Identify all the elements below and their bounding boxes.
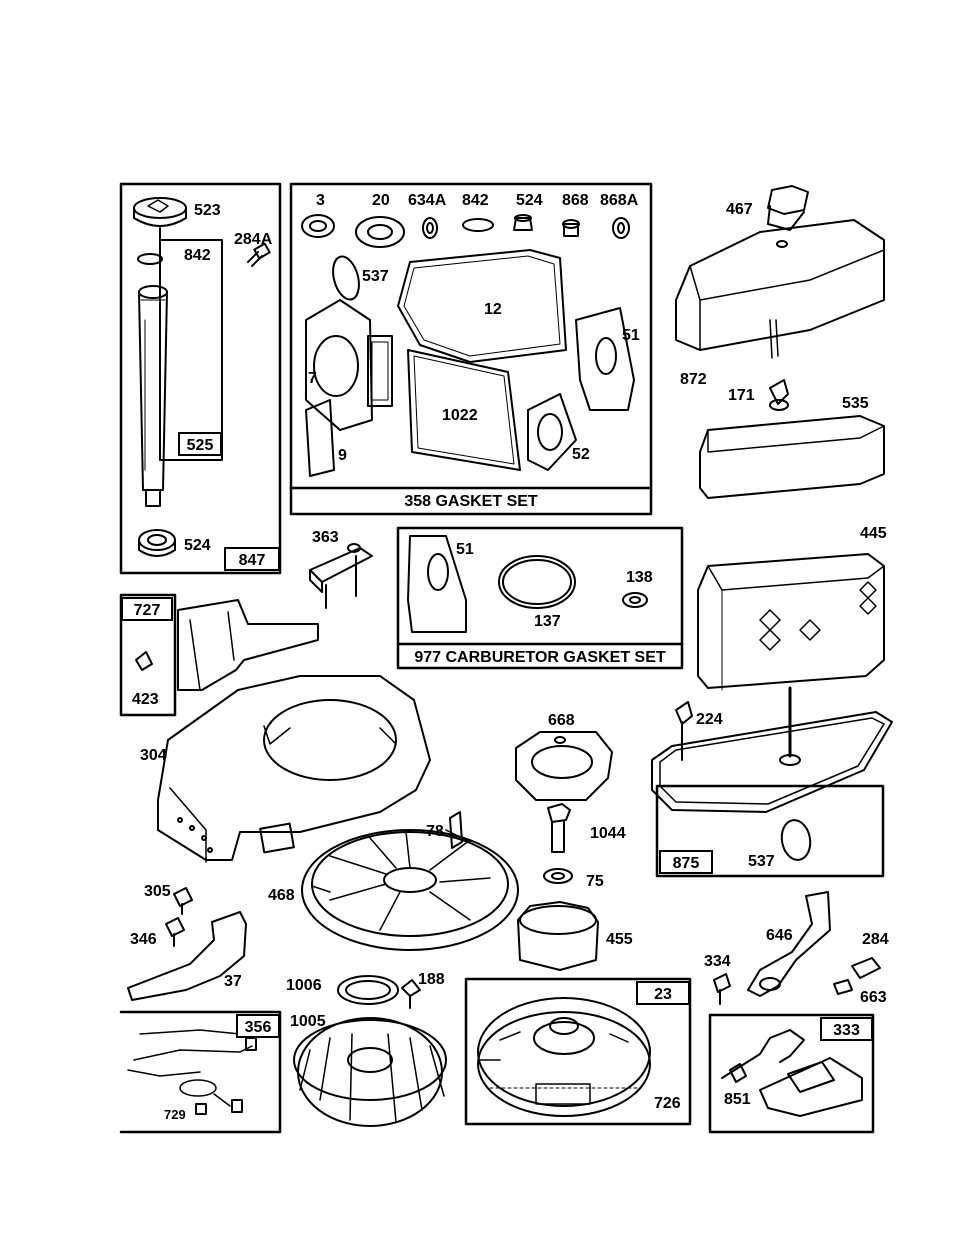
part-label: 188: [418, 972, 445, 988]
group-label-333: 333: [820, 1017, 873, 1041]
part-label: 868: [562, 193, 589, 209]
group-label-23: 23: [636, 981, 690, 1005]
part-label: 9: [338, 448, 347, 464]
part-label: 729: [164, 1108, 186, 1121]
part-label: 524: [184, 538, 211, 554]
part-label: 1005: [290, 1014, 326, 1030]
carb-gasket-icons: [408, 536, 647, 632]
part-label: 305: [144, 884, 171, 900]
flywheel-icon: [478, 998, 650, 1116]
blower-housing-icon: [136, 600, 430, 862]
flywheel-screen-icon: [302, 812, 518, 950]
part-label: 363: [312, 530, 339, 546]
air-filter-icon: [698, 380, 884, 690]
part-label: 537: [748, 854, 775, 870]
part-label: 334: [704, 954, 731, 970]
part-label: 842: [184, 248, 211, 264]
part-label: 535: [842, 396, 869, 412]
air-cleaner-base-icon: [652, 688, 892, 862]
part-label: 646: [766, 928, 793, 944]
part-label: 20: [372, 193, 390, 209]
part-label: 51: [622, 328, 640, 344]
part-label: 842: [462, 193, 489, 209]
part-label: 138: [626, 570, 653, 586]
seal-524-icon: [139, 530, 175, 556]
group-label-847: 847: [224, 547, 280, 571]
part-label: 523: [194, 203, 221, 219]
governor-bracket-363-icon: [310, 544, 372, 608]
part-label: 868A: [600, 193, 638, 209]
cooling-fan-icon: [294, 976, 446, 1126]
part-label: 537: [362, 269, 389, 285]
air-cleaner-cover-icon: [676, 186, 884, 358]
group-label-875: 875: [659, 850, 713, 874]
part-label: 1006: [286, 978, 322, 994]
dipstick-tube-icon: [139, 286, 167, 506]
part-label: 663: [860, 990, 887, 1006]
part-label: 1022: [442, 408, 478, 424]
part-label: 7: [308, 371, 317, 387]
group-label-525: 525: [178, 432, 222, 456]
part-label: 78: [426, 824, 444, 840]
part-label: 872: [680, 372, 707, 388]
group-label-727: 727: [121, 597, 173, 621]
part-label: 52: [572, 447, 590, 463]
part-label: 37: [224, 974, 242, 990]
wire-harness-icon: [128, 1030, 256, 1114]
carb-gasket-set-title: 977 CARBURETOR GASKET SET: [398, 650, 682, 666]
part-label: 524: [516, 193, 543, 209]
part-label: 284: [862, 932, 889, 948]
part-label: 346: [130, 932, 157, 948]
oil-fill-cap-icon: [134, 198, 186, 264]
part-label: 284A: [234, 232, 272, 248]
group-label-356: 356: [236, 1014, 280, 1038]
part-label: 171: [728, 388, 755, 404]
part-label: 137: [534, 614, 561, 630]
part-label: 445: [860, 526, 887, 542]
part-label: 455: [606, 932, 633, 948]
part-label: 634A: [408, 193, 446, 209]
part-label: 423: [132, 692, 159, 708]
part-label: 1044: [590, 826, 626, 842]
part-label: 51: [456, 542, 474, 558]
gasket-set-icons: [302, 215, 634, 476]
part-label: 467: [726, 202, 753, 218]
part-label: 468: [268, 888, 295, 904]
part-label: 851: [724, 1092, 751, 1108]
part-label: 304: [140, 748, 167, 764]
starter-cup-parts-icon: [516, 732, 612, 970]
part-label: 75: [586, 874, 604, 890]
part-label: 3: [316, 193, 325, 209]
part-label: 12: [484, 302, 502, 318]
ignition-parts-icon: [714, 892, 880, 1004]
gasket-set-title: 358 GASKET SET: [291, 494, 651, 510]
part-label: 224: [696, 712, 723, 728]
part-label: 726: [654, 1096, 681, 1112]
part-label: 668: [548, 713, 575, 729]
